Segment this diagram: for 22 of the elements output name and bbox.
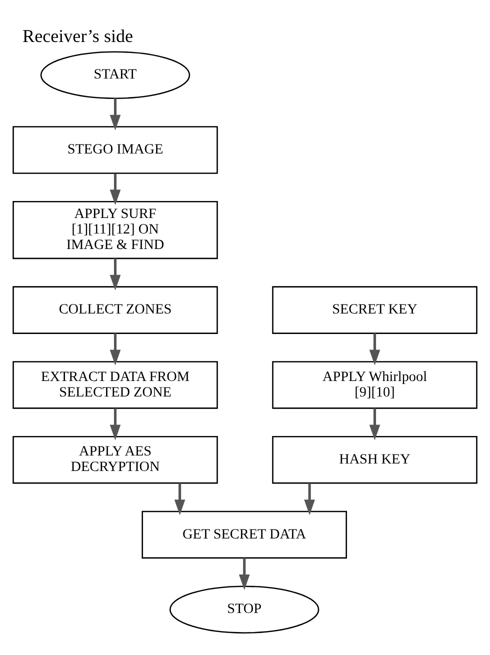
node-box: GET SECRET DATA <box>142 510 347 559</box>
arrow <box>369 333 380 366</box>
arrow <box>174 483 186 516</box>
node-box: EXTRACT DATA FROM SELECTED ZONE <box>12 361 218 409</box>
node-box: APPLY SURF [1][11][12] ON IMAGE & FIND <box>12 200 218 260</box>
arrow <box>238 558 250 590</box>
node-ellipse: STOP <box>169 586 320 634</box>
arrow <box>110 98 121 130</box>
diagram-title: Receiver’s side <box>22 26 134 46</box>
node-box: HASH KEY <box>272 436 478 484</box>
arrow <box>304 483 315 516</box>
node-box: SECRET KEY <box>272 286 478 334</box>
arrow <box>369 408 380 440</box>
node-box: APPLY AES DECRYPTION <box>12 436 218 484</box>
node-box: STEGO IMAGE <box>12 126 218 174</box>
arrow <box>110 258 121 290</box>
arrow <box>110 408 121 440</box>
node-box: COLLECT ZONES <box>12 286 218 334</box>
node-box: APPLY Whirlpool [9][10] <box>272 361 478 409</box>
arrow <box>110 333 121 366</box>
arrow <box>110 174 121 206</box>
node-ellipse: START <box>40 51 190 99</box>
